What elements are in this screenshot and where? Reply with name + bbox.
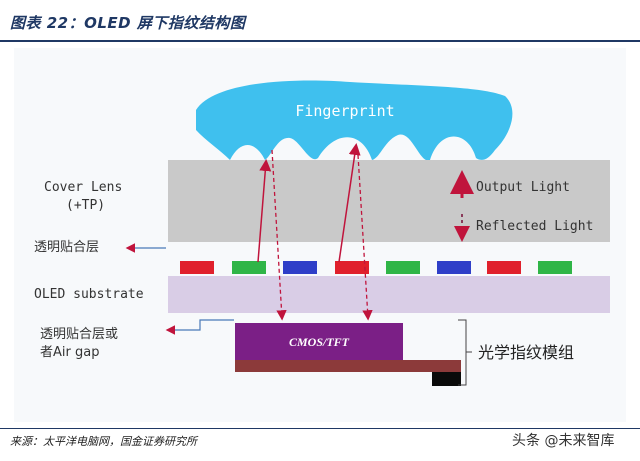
pixel-red <box>335 261 369 274</box>
footer-divider <box>0 428 640 429</box>
adhesive-gap-pointer-arrow <box>165 319 234 335</box>
sensor-base-board <box>235 360 461 372</box>
adhesive-gap-label: 透明贴合层或 <box>40 327 118 342</box>
pixel-green <box>386 261 420 274</box>
reflected-light-arrow <box>271 149 287 321</box>
cover-lens-sub-label: (+TP) <box>66 198 105 213</box>
oled-pixel-row <box>180 261 572 274</box>
reflected-light-label: Reflected Light <box>476 219 593 234</box>
oled-substrate-layer <box>168 276 610 313</box>
fingerprint-shape <box>196 80 513 161</box>
pixel-blue <box>437 261 471 274</box>
fingerprint-label: Fingerprint <box>295 102 394 120</box>
adhesive-gap-sub-label: 者Air gap <box>40 345 99 360</box>
adhesive-layer-label: 透明贴合层 <box>34 240 99 255</box>
output-light-label: Output Light <box>476 180 570 195</box>
reflected-light-arrow <box>357 154 373 321</box>
module-bracket <box>458 319 472 386</box>
pixel-red <box>487 261 521 274</box>
oled-substrate-label: OLED substrate <box>34 287 144 302</box>
page-title: 图表 22：OLED 屏下指纹结构图 <box>10 14 246 32</box>
cover-lens-label: Cover Lens <box>44 180 122 195</box>
cmos-tft-sensor <box>235 323 403 360</box>
sensor-connector <box>432 372 461 386</box>
watermark: 头条 @未来智库 <box>512 433 615 449</box>
pixel-red <box>180 261 214 274</box>
cover-lens-layer <box>168 160 610 242</box>
pixel-green <box>232 261 266 274</box>
pixel-green <box>538 261 572 274</box>
title-divider <box>0 40 640 42</box>
output-light-arrow <box>338 143 361 263</box>
source-note: 来源：太平洋电脑网，国金证券研究所 <box>10 435 197 448</box>
output-light-arrow <box>257 159 272 263</box>
pixel-blue <box>283 261 317 274</box>
cmos-tft-label: CMOS/TFT <box>289 335 350 349</box>
optical-module-label: 光学指纹模组 <box>478 343 574 362</box>
